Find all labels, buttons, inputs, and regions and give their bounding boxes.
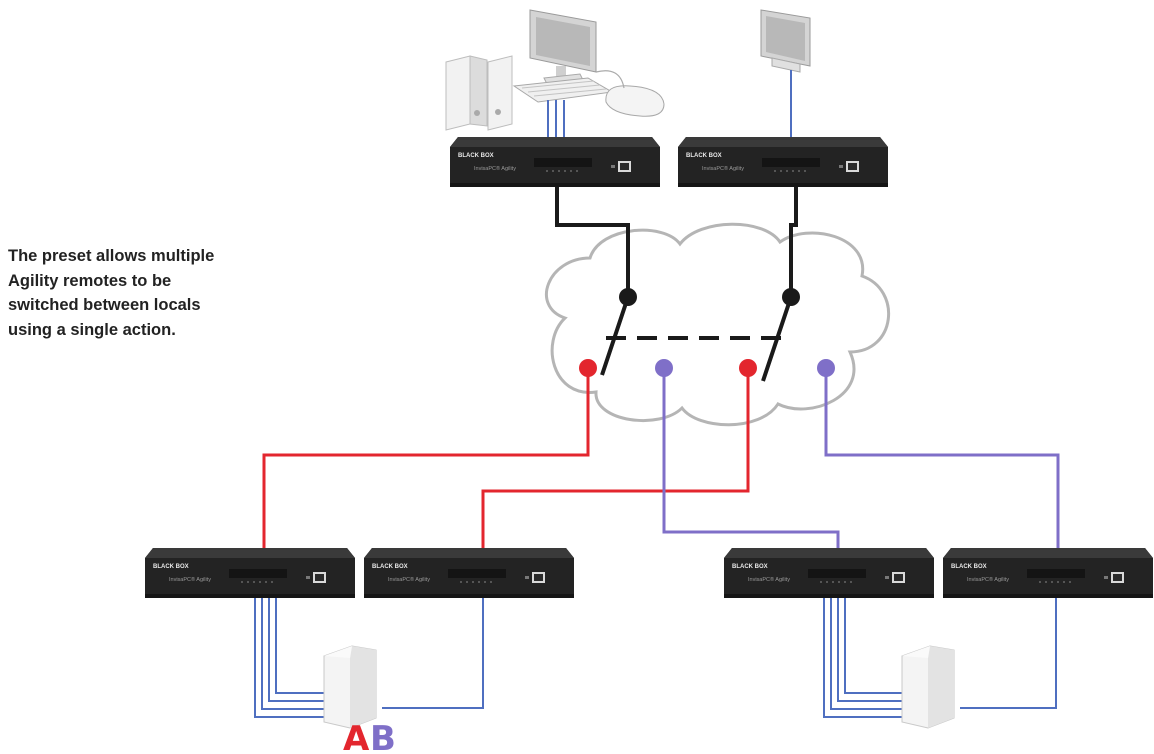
svg-text:BLACK BOX: BLACK BOX bbox=[732, 564, 768, 570]
network-cloud bbox=[545, 222, 891, 427]
label-a: A bbox=[343, 719, 370, 754]
agility-unit-bottom-1: BLACK BOX InvisaPC® Agility bbox=[145, 548, 355, 598]
monitor-icon bbox=[529, 9, 597, 87]
pc-tower-icon bbox=[901, 645, 955, 729]
keyboard-icon bbox=[512, 77, 614, 103]
agility-unit-bottom-3: BLACK BOX InvisaPC® Agility bbox=[724, 548, 934, 598]
caption-text: The preset allows multiple Agility remot… bbox=[8, 247, 215, 339]
switch-node bbox=[619, 288, 800, 306]
svg-text:BLACK BOX: BLACK BOX bbox=[153, 564, 189, 570]
svg-text:InvisaPC® Agility: InvisaPC® Agility bbox=[388, 576, 430, 583]
svg-text:InvisaPC® Agility: InvisaPC® Agility bbox=[748, 576, 790, 583]
svg-text:InvisaPC® Agility: InvisaPC® Agility bbox=[967, 576, 1009, 583]
svg-text:InvisaPC® Agility: InvisaPC® Agility bbox=[474, 165, 516, 172]
svg-text:BLACK BOX: BLACK BOX bbox=[951, 564, 987, 570]
blue-link-a bbox=[662, 368, 840, 548]
pc-cables-right bbox=[823, 597, 1057, 718]
red-link-b bbox=[481, 368, 750, 548]
red-endpoint bbox=[579, 359, 757, 377]
pc-cables-left bbox=[254, 597, 484, 718]
svg-text:BLACK BOX: BLACK BOX bbox=[372, 564, 408, 570]
agility-unit-bottom-2: BLACK BOX InvisaPC® Agility bbox=[364, 548, 574, 598]
mouse-icon bbox=[595, 70, 665, 117]
svg-text:InvisaPC® Agility: InvisaPC® Agility bbox=[169, 576, 211, 583]
speaker-icon bbox=[445, 55, 513, 131]
label-b: B bbox=[370, 719, 396, 754]
svg-text:InvisaPC® Agility: InvisaPC® Agility bbox=[702, 165, 744, 172]
peripheral-cables bbox=[547, 70, 792, 137]
red-link-a bbox=[262, 368, 590, 548]
svg-text:BLACK BOX: BLACK BOX bbox=[686, 153, 722, 159]
monitor-icon bbox=[760, 9, 811, 73]
svg-text:BLACK BOX: BLACK BOX bbox=[458, 153, 494, 159]
pc-tower-icon bbox=[323, 645, 377, 729]
blue-endpoint bbox=[655, 359, 835, 377]
agility-unit-bottom-4: BLACK BOX InvisaPC® Agility bbox=[943, 548, 1153, 598]
agility-unit-top-left: BLACK BOX InvisaPC® Agility bbox=[450, 137, 660, 187]
blue-link-b bbox=[824, 368, 1060, 548]
agility-unit-top-right: BLACK BOX InvisaPC® Agility bbox=[678, 137, 888, 187]
